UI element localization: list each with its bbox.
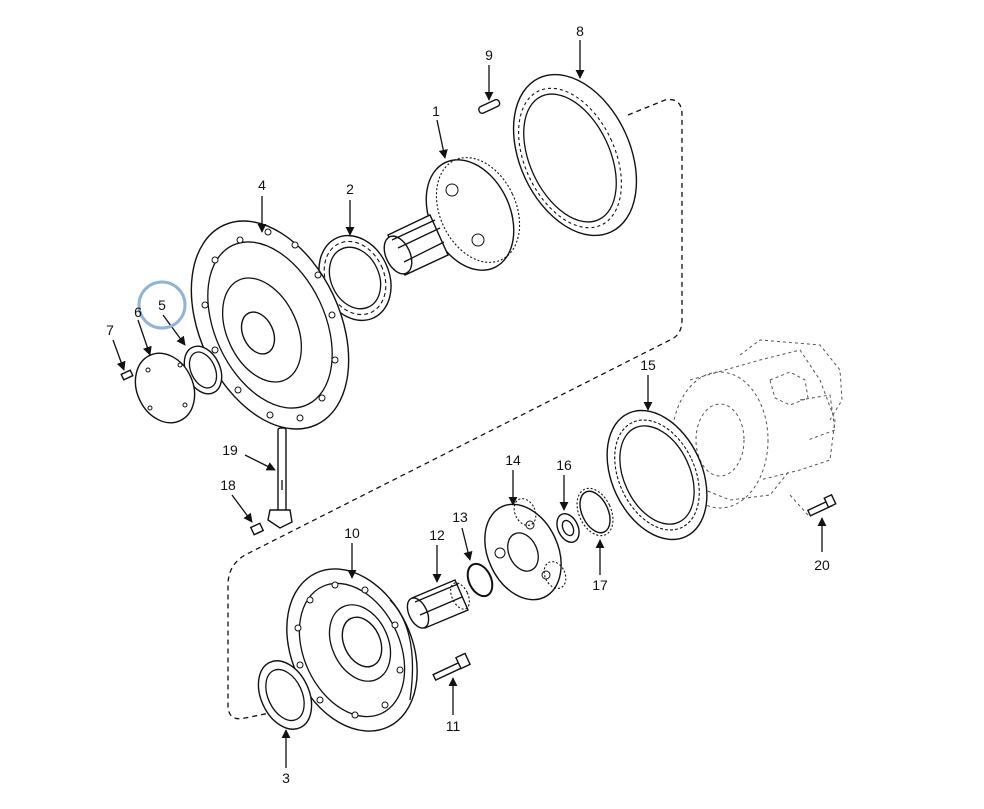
- label-18: 18: [220, 477, 236, 493]
- label-14: 14: [505, 452, 521, 468]
- label-4: 4: [258, 177, 266, 193]
- hydraulic-motor-ghost: [671, 339, 843, 516]
- part-11-bolt: [432, 652, 471, 681]
- leader-arrows: [112, 40, 827, 768]
- label-15: 15: [640, 357, 656, 373]
- part-4-hub-flange: [190, 220, 350, 430]
- label-7: 7: [106, 322, 114, 338]
- label-5: 5: [158, 297, 166, 313]
- part-6-cover-plate: [134, 352, 196, 424]
- assembly-path-dashed: [227, 98, 683, 720]
- label-11: 11: [446, 718, 461, 734]
- part-13-snap-ring: [466, 562, 494, 598]
- label-17: 17: [592, 577, 608, 593]
- part-7-screw: [120, 369, 134, 381]
- label-10: 10: [344, 525, 360, 541]
- part-12-spline-shaft: [406, 579, 470, 629]
- highlight-circle-part-5: [137, 280, 187, 330]
- part-5-seal-ring: [183, 345, 223, 395]
- label-16: 16: [556, 457, 572, 473]
- part-19-rod: [267, 427, 293, 529]
- label-19: 19: [222, 442, 238, 458]
- label-8: 8: [576, 23, 584, 39]
- part-labels: 8 9 1 2 4 5 6 7 19 18 10 12 13 14 16 15 …: [106, 23, 830, 786]
- part-16-thrust-washer: [556, 513, 580, 543]
- label-2: 2: [346, 181, 354, 197]
- label-12: 12: [429, 527, 445, 543]
- part-18-plug: [249, 522, 265, 536]
- part-10-housing: [286, 568, 418, 732]
- label-13: 13: [452, 509, 468, 525]
- part-1-planet-carrier: [383, 157, 521, 276]
- part-17-sun-gear: [576, 487, 614, 537]
- label-9: 9: [485, 47, 493, 63]
- label-1: 1: [432, 103, 440, 119]
- part-9-pin: [478, 98, 501, 114]
- label-6: 6: [134, 304, 142, 320]
- part-20-bolt: [806, 493, 837, 517]
- part-3-seal: [257, 660, 313, 730]
- part-14-planet-carrier: [484, 498, 567, 601]
- label-20: 20: [814, 557, 830, 573]
- label-3: 3: [282, 770, 290, 786]
- part-15-ring-gear: [606, 409, 708, 541]
- part-8-ring-gear: [512, 73, 638, 237]
